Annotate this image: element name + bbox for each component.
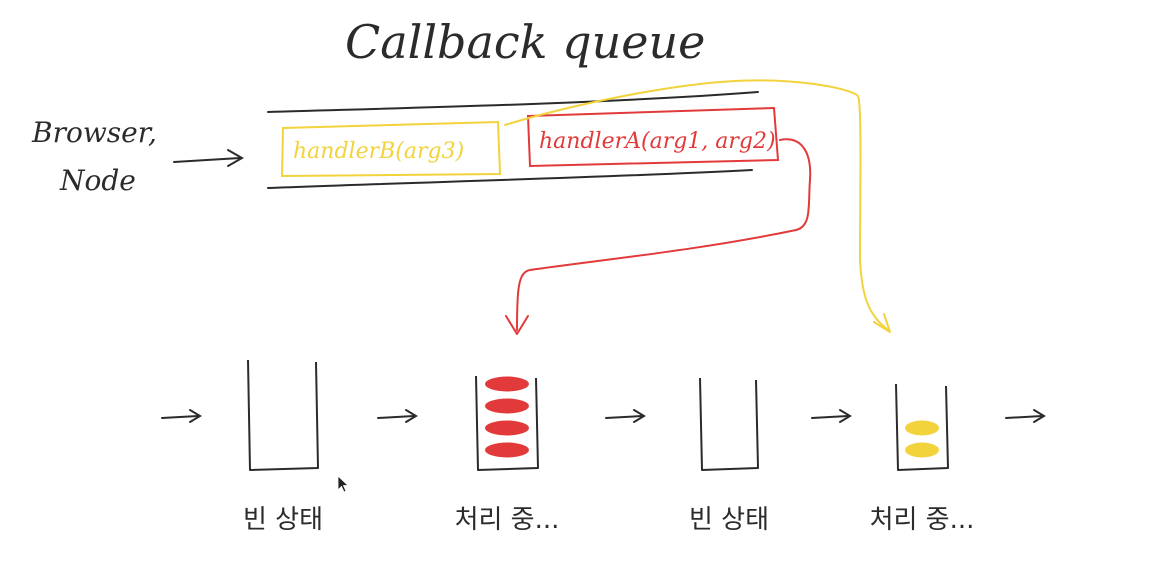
- flow-arrow: [1005, 409, 1046, 423]
- stack-label: 처리 중...: [455, 505, 560, 535]
- stack-3: 빈 상태: [689, 377, 769, 535]
- stack-item: [485, 420, 529, 436]
- stack-label: 처리 중...: [870, 505, 975, 535]
- stack-2: 처리 중...: [455, 375, 560, 535]
- flow-arrow: [605, 409, 646, 423]
- queue-item-handlerA-label: handlerA(arg1, arg2): [539, 129, 776, 154]
- queue-item-handlerB-label: handlerB(arg3): [293, 139, 464, 164]
- event-loop-stack-row: 빈 상태 처리 중... 빈 상태 처리 중...: [161, 359, 1046, 535]
- flow-arrow: [161, 409, 202, 423]
- stack-1: 빈 상태: [243, 359, 323, 535]
- source-to-queue-arrow: [173, 149, 245, 167]
- queue-item-handlerB: handlerB(arg3): [280, 120, 502, 178]
- stack-item: [905, 442, 939, 458]
- stack-label: 빈 상태: [689, 505, 769, 535]
- stack-4: 처리 중...: [870, 383, 975, 535]
- source-label-line2: Node: [59, 164, 136, 197]
- flow-arrow: [377, 409, 418, 423]
- stack-container: [895, 383, 949, 471]
- handlerA-dispatch-arrow: [505, 138, 812, 335]
- stack-label: 빈 상태: [243, 505, 323, 535]
- flow-arrow: [811, 409, 852, 423]
- stack-container: [699, 377, 759, 471]
- stack-item: [485, 442, 529, 458]
- handlerB-dispatch-arrow: [504, 79, 891, 333]
- stack-item: [485, 398, 529, 414]
- queue-rails: [267, 91, 759, 189]
- stack-container: [247, 359, 319, 471]
- stack-item: [485, 376, 529, 392]
- stack-container: [475, 375, 539, 471]
- source-label-line1: Browser,: [31, 116, 157, 149]
- mouse-cursor: [337, 475, 350, 493]
- queue-item-handlerA: handlerA(arg1, arg2): [526, 106, 780, 168]
- stack-item: [905, 420, 939, 436]
- diagram-title: Callback queue: [345, 15, 705, 69]
